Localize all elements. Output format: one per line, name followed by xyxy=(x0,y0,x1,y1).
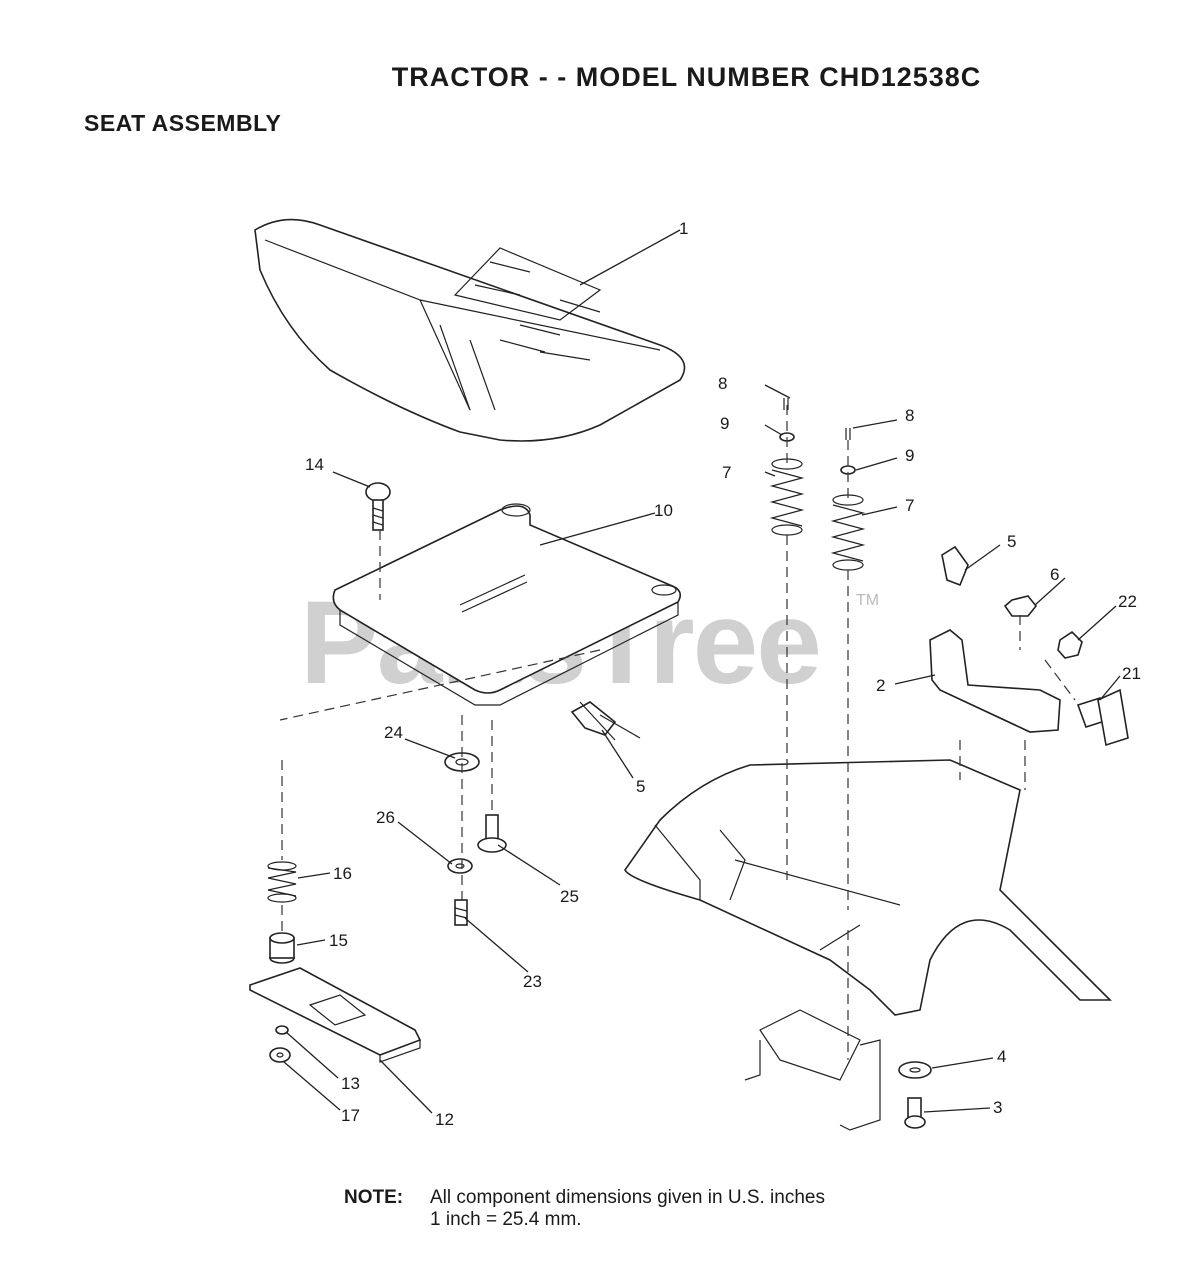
callout-26: 26 xyxy=(376,808,395,827)
part-tractor-frame xyxy=(624,759,1112,1131)
callout-24: 24 xyxy=(384,723,403,742)
part-spring-7-right[interactable] xyxy=(830,494,866,571)
part-pin-8-right[interactable] xyxy=(845,428,851,440)
centerlines xyxy=(279,405,1076,1060)
part-bracket-2[interactable] xyxy=(929,629,1061,733)
callout-16: 16 xyxy=(333,864,352,883)
callout-25: 25 xyxy=(560,887,579,906)
callout-17: 17 xyxy=(341,1106,360,1125)
callout-labels: 1 2 3 4 5 5 6 7 7 8 8 9 9 10 12 13 14 15… xyxy=(305,219,1141,1129)
part-bolt-3[interactable] xyxy=(904,1097,926,1129)
part-clip-5-right[interactable] xyxy=(941,545,969,587)
leader-lines xyxy=(283,229,1121,1114)
part-spacer-15[interactable] xyxy=(269,932,295,964)
callout-14: 14 xyxy=(305,455,324,474)
callout-10: 10 xyxy=(654,501,673,520)
part-washer-17[interactable] xyxy=(269,1047,291,1063)
note-line-1: All component dimensions given in U.S. i… xyxy=(430,1187,825,1208)
callout-5-left: 5 xyxy=(636,777,645,796)
callout-3: 3 xyxy=(993,1098,1002,1117)
part-bolt-25[interactable] xyxy=(477,814,507,853)
callout-6: 6 xyxy=(1050,565,1059,584)
watermark-tm: TM xyxy=(856,592,880,609)
note-line-2: 1 inch = 25.4 mm. xyxy=(430,1209,582,1230)
callout-9-left: 9 xyxy=(720,414,729,433)
part-washer-26[interactable] xyxy=(447,858,473,874)
callout-7-left: 7 xyxy=(722,463,731,482)
part-clip-5-left[interactable] xyxy=(570,701,641,741)
callout-2: 2 xyxy=(876,676,885,695)
callout-22: 22 xyxy=(1118,592,1137,611)
part-nut-6[interactable] xyxy=(1003,595,1038,617)
note-label: NOTE: xyxy=(344,1187,404,1208)
part-bolt-14[interactable] xyxy=(365,482,391,531)
callout-1: 1 xyxy=(679,219,688,238)
section-title: SEAT ASSEMBLY xyxy=(84,110,282,136)
part-pin-8-left[interactable] xyxy=(783,398,789,410)
part-seat[interactable] xyxy=(254,218,686,442)
callout-8-left: 8 xyxy=(718,374,727,393)
part-bolt-23[interactable] xyxy=(454,899,468,926)
part-washer-4[interactable] xyxy=(898,1061,932,1079)
page-title: TRACTOR - - MODEL NUMBER CHD12538C xyxy=(391,62,982,92)
part-spring-7-left[interactable] xyxy=(769,458,805,536)
callout-23: 23 xyxy=(523,972,542,991)
callout-8-right: 8 xyxy=(905,406,914,425)
part-bracket-12[interactable] xyxy=(249,967,422,1063)
part-seat-pan[interactable] xyxy=(332,503,681,706)
part-bolt-21[interactable] xyxy=(1076,688,1129,747)
callout-9-right: 9 xyxy=(905,446,914,465)
callout-13: 13 xyxy=(341,1074,360,1093)
callout-4: 4 xyxy=(997,1047,1006,1066)
callout-21: 21 xyxy=(1122,664,1141,683)
callout-7-right: 7 xyxy=(905,496,914,515)
callout-12: 12 xyxy=(435,1110,454,1129)
part-spring-16[interactable] xyxy=(267,861,297,903)
callout-15: 15 xyxy=(329,931,348,950)
part-nut-22[interactable] xyxy=(1057,630,1083,659)
callout-5-right: 5 xyxy=(1007,532,1016,551)
dimension-note: NOTE: All component dimensions given in U… xyxy=(344,1187,825,1231)
part-washer-13[interactable] xyxy=(275,1025,289,1035)
